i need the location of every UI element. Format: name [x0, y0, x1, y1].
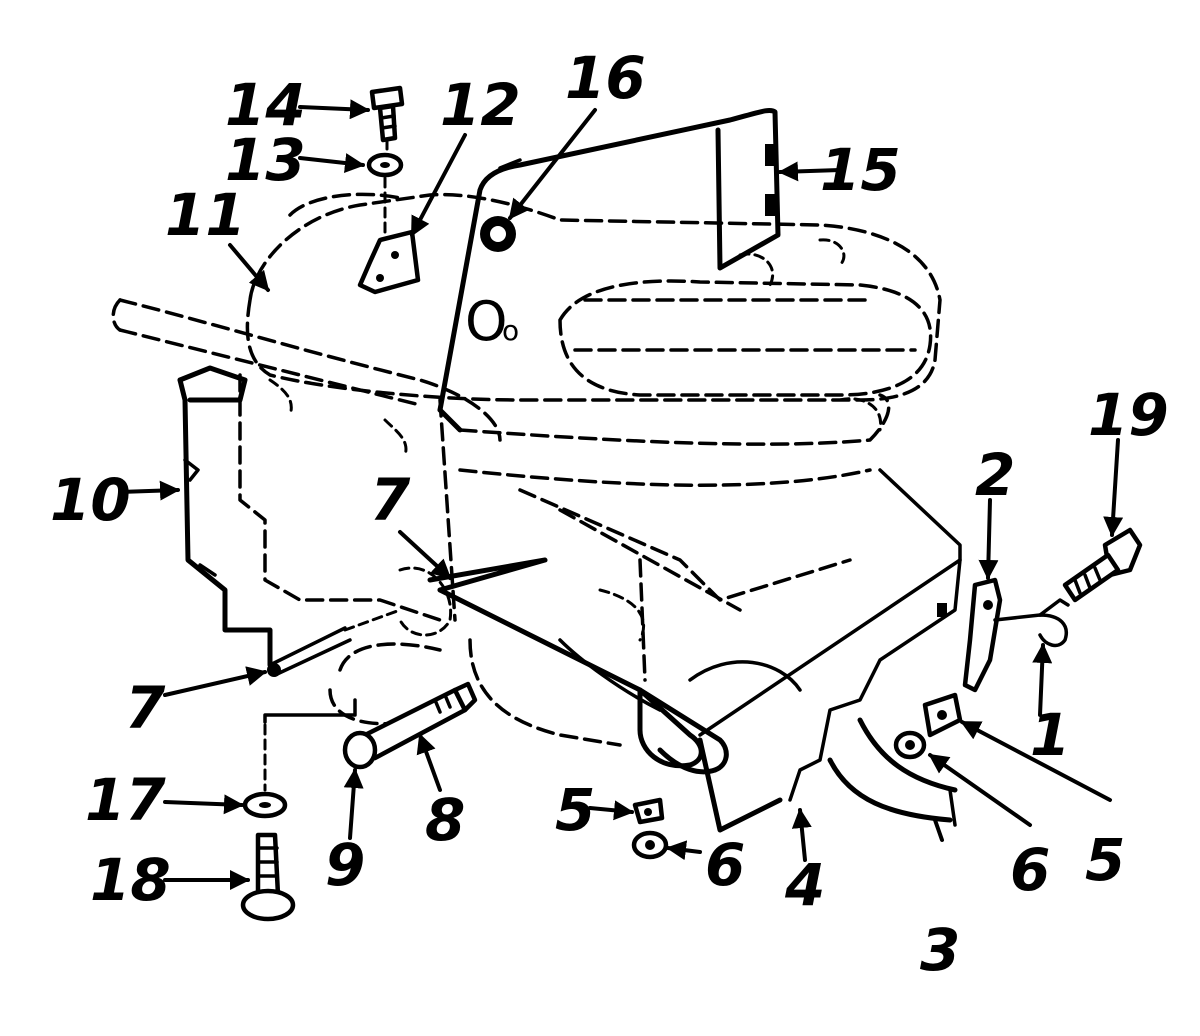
plate-marking-small: o [502, 314, 519, 347]
callout-7-lower: 7 [125, 674, 166, 742]
callout-2: 2 [975, 441, 1015, 509]
callout-18: 18 [90, 846, 171, 914]
callout-19: 19 [1088, 381, 1169, 449]
rod-part-7-lower [267, 608, 402, 677]
hose-part-3 [827, 717, 958, 827]
callout-14: 14 [225, 71, 306, 139]
callout-8: 8 [425, 786, 465, 854]
long-bolt-part-8-9 [342, 681, 478, 770]
nut-parts-5-6-center [631, 797, 669, 860]
callout-4: 4 [784, 851, 825, 919]
callout-11: 11 [165, 181, 246, 249]
top-hardware [357, 85, 421, 295]
control-plate: O o [437, 107, 781, 433]
callout-12: 12 [440, 71, 521, 139]
linkage-assembly [427, 468, 962, 833]
side-cover-part-10 [177, 365, 273, 668]
clamp-part-2 [962, 577, 1070, 693]
leader-lines [118, 99, 1124, 890]
washer-bolt-17-18 [240, 698, 357, 922]
slot-icon [765, 144, 775, 166]
callout-10: 10 [50, 466, 131, 534]
callout-1: 1 [1030, 701, 1070, 769]
callout-5-right: 5 [1085, 826, 1125, 894]
callout-6-right: 6 [1010, 836, 1050, 904]
callout-13: 13 [225, 126, 306, 194]
callout-17: 17 [85, 766, 166, 834]
callout-9: 9 [325, 831, 365, 899]
small-hole-icon [937, 603, 947, 617]
engine-outline [111, 192, 942, 747]
callout-6-center: 6 [705, 831, 745, 899]
slot-icon [765, 194, 775, 216]
grommet-part-16 [480, 216, 516, 252]
bolt-part-19 [1062, 527, 1143, 603]
callout-16: 16 [565, 44, 646, 112]
callout-3: 3 [920, 916, 960, 984]
nut-parts-5-6-right [893, 692, 963, 760]
callout-labels: 1 2 3 4 5 5 6 6 7 7 8 9 10 11 12 13 14 1… [50, 44, 1169, 984]
plate-marking: O [465, 290, 508, 353]
callout-7-upper: 7 [370, 466, 411, 534]
callout-5-center: 5 [555, 776, 595, 844]
callout-15: 15 [820, 136, 901, 204]
